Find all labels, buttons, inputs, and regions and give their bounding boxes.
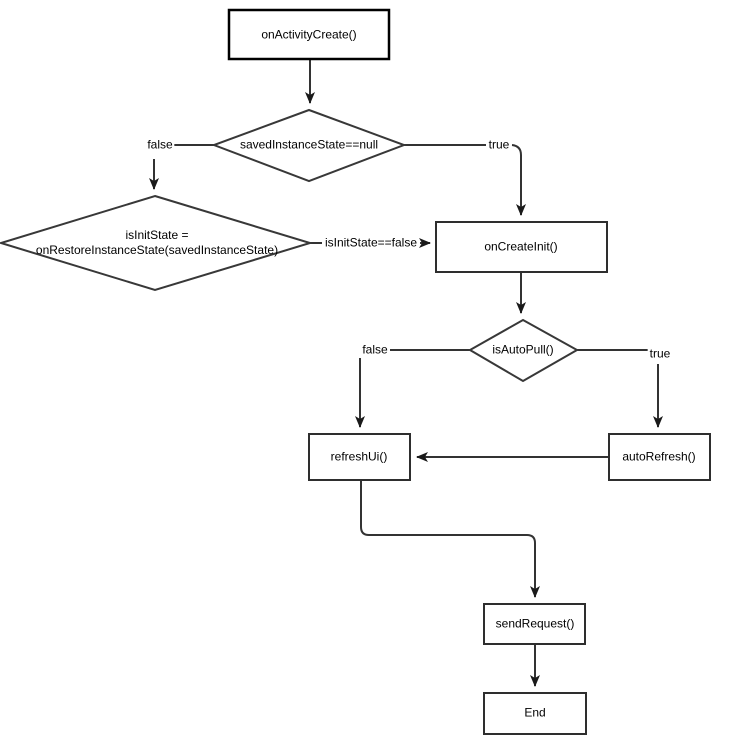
edge-label-auto-pull-false: false: [360, 342, 390, 358]
node-end: [483, 692, 587, 735]
edge-label-saved-check-true: true: [486, 137, 512, 153]
node-send-request: [483, 603, 586, 645]
node-on-create-init: [435, 221, 608, 273]
edge-refreshui-to-sendrequest: [360, 480, 540, 598]
label-refresh-ui: refreshUi(): [330, 449, 388, 464]
node-on-activity-create: [227, 8, 391, 61]
edge-label-is-init-state-false: isInitState==false: [322, 235, 420, 251]
edge-label-auto-pull-true: true: [647, 346, 673, 362]
node-auto-refresh: [608, 433, 711, 481]
label-on-create-init: onCreateInit(): [484, 239, 558, 254]
node-saved-instance-state-check: [211, 108, 407, 183]
label-restore-instance-state-line2: onRestoreInstanceState(savedInstanceStat…: [35, 243, 279, 257]
node-is-auto-pull: [467, 318, 580, 383]
label-end: End: [524, 705, 546, 720]
edge-saved-check-true-vertical: [511, 144, 526, 216]
label-restore-instance-state: isInitState = onRestoreInstanceState(sav…: [36, 228, 278, 258]
label-is-auto-pull: isAutoPull(): [492, 342, 554, 357]
edge-label-saved-check-false: false: [145, 137, 175, 153]
label-auto-refresh: autoRefresh(): [622, 449, 696, 464]
node-restore-instance-state: [0, 194, 314, 292]
label-on-activity-create: onActivityCreate(): [261, 27, 357, 42]
label-send-request: sendRequest(): [495, 616, 575, 631]
label-saved-instance-state-check: savedInstanceState==null: [239, 137, 379, 152]
label-restore-instance-state-line1: isInitState =: [125, 228, 189, 242]
node-refresh-ui: [308, 433, 411, 481]
